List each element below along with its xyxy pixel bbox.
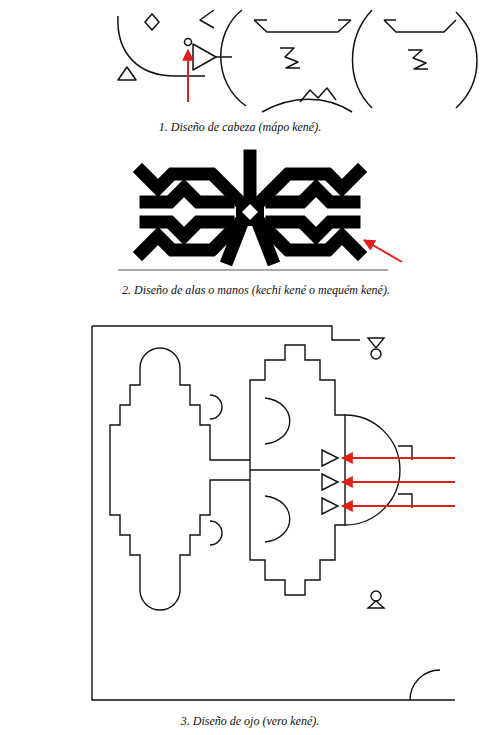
design-arc xyxy=(410,670,440,700)
design-steps xyxy=(180,368,250,460)
design-symbol xyxy=(368,601,384,608)
design-block xyxy=(250,345,345,595)
design-symbol xyxy=(368,338,384,348)
design-center xyxy=(236,198,264,226)
design-frame xyxy=(92,326,455,700)
design-diamond xyxy=(145,14,159,30)
design-triangle xyxy=(322,450,338,466)
design-line xyxy=(221,10,246,106)
design-arc xyxy=(210,395,222,419)
design-arm-line xyxy=(142,220,242,252)
design-arm-line xyxy=(272,222,354,236)
design-line xyxy=(118,16,205,76)
design-line xyxy=(456,12,477,108)
design-arm xyxy=(142,172,242,204)
design-line xyxy=(384,20,456,32)
design-zigzag xyxy=(280,48,300,68)
design-line xyxy=(254,19,351,21)
pointer-arrow xyxy=(342,481,455,483)
design-line xyxy=(353,10,373,108)
design-line xyxy=(254,20,351,32)
design-triangle xyxy=(322,498,338,514)
design-arm-line xyxy=(258,220,358,252)
design-arm xyxy=(258,220,358,252)
design-line xyxy=(250,469,320,470)
base-line xyxy=(118,270,388,271)
design-line xyxy=(216,56,232,58)
figure-caption: 3. Diseño de ojo (vero kené). xyxy=(181,714,320,729)
pointer-arrow xyxy=(342,457,455,459)
design-symbol xyxy=(371,591,381,601)
design-steps xyxy=(110,368,140,590)
design-arm-line xyxy=(272,188,354,202)
design-arc xyxy=(265,398,290,444)
design-diamond xyxy=(242,204,258,220)
design-flag xyxy=(193,44,216,70)
design-zigzag xyxy=(408,50,428,69)
design-symbol xyxy=(371,349,381,359)
eye-design xyxy=(92,326,455,700)
design-arm-line xyxy=(142,172,242,204)
pointer-arrow xyxy=(364,240,402,262)
design-lobe xyxy=(140,348,180,368)
design-arm-line xyxy=(146,188,228,202)
design-steps xyxy=(180,480,250,590)
design-chevron xyxy=(200,10,214,28)
figure-caption: 1. Diseño de cabeza (mápo kené). xyxy=(159,120,321,135)
design-half-disc xyxy=(345,415,400,525)
design-circle xyxy=(185,39,192,46)
design-arc xyxy=(210,521,222,545)
head-design xyxy=(118,10,477,112)
figure-caption: 2. Diseño de alas o manos (kechi kené o … xyxy=(122,283,390,298)
design-frame xyxy=(92,326,360,340)
design-triangle xyxy=(118,67,136,80)
wings-design xyxy=(142,156,358,264)
design-arm-line xyxy=(258,172,358,204)
design-arm-line xyxy=(146,222,228,236)
design-arm xyxy=(258,172,358,204)
design-line xyxy=(262,99,352,112)
design-lobe xyxy=(140,590,180,610)
pointer-arrow xyxy=(187,50,189,102)
design-triangle xyxy=(322,474,338,490)
design-arc xyxy=(265,496,290,542)
pointer-arrow xyxy=(342,505,455,507)
design-arm xyxy=(142,220,242,252)
